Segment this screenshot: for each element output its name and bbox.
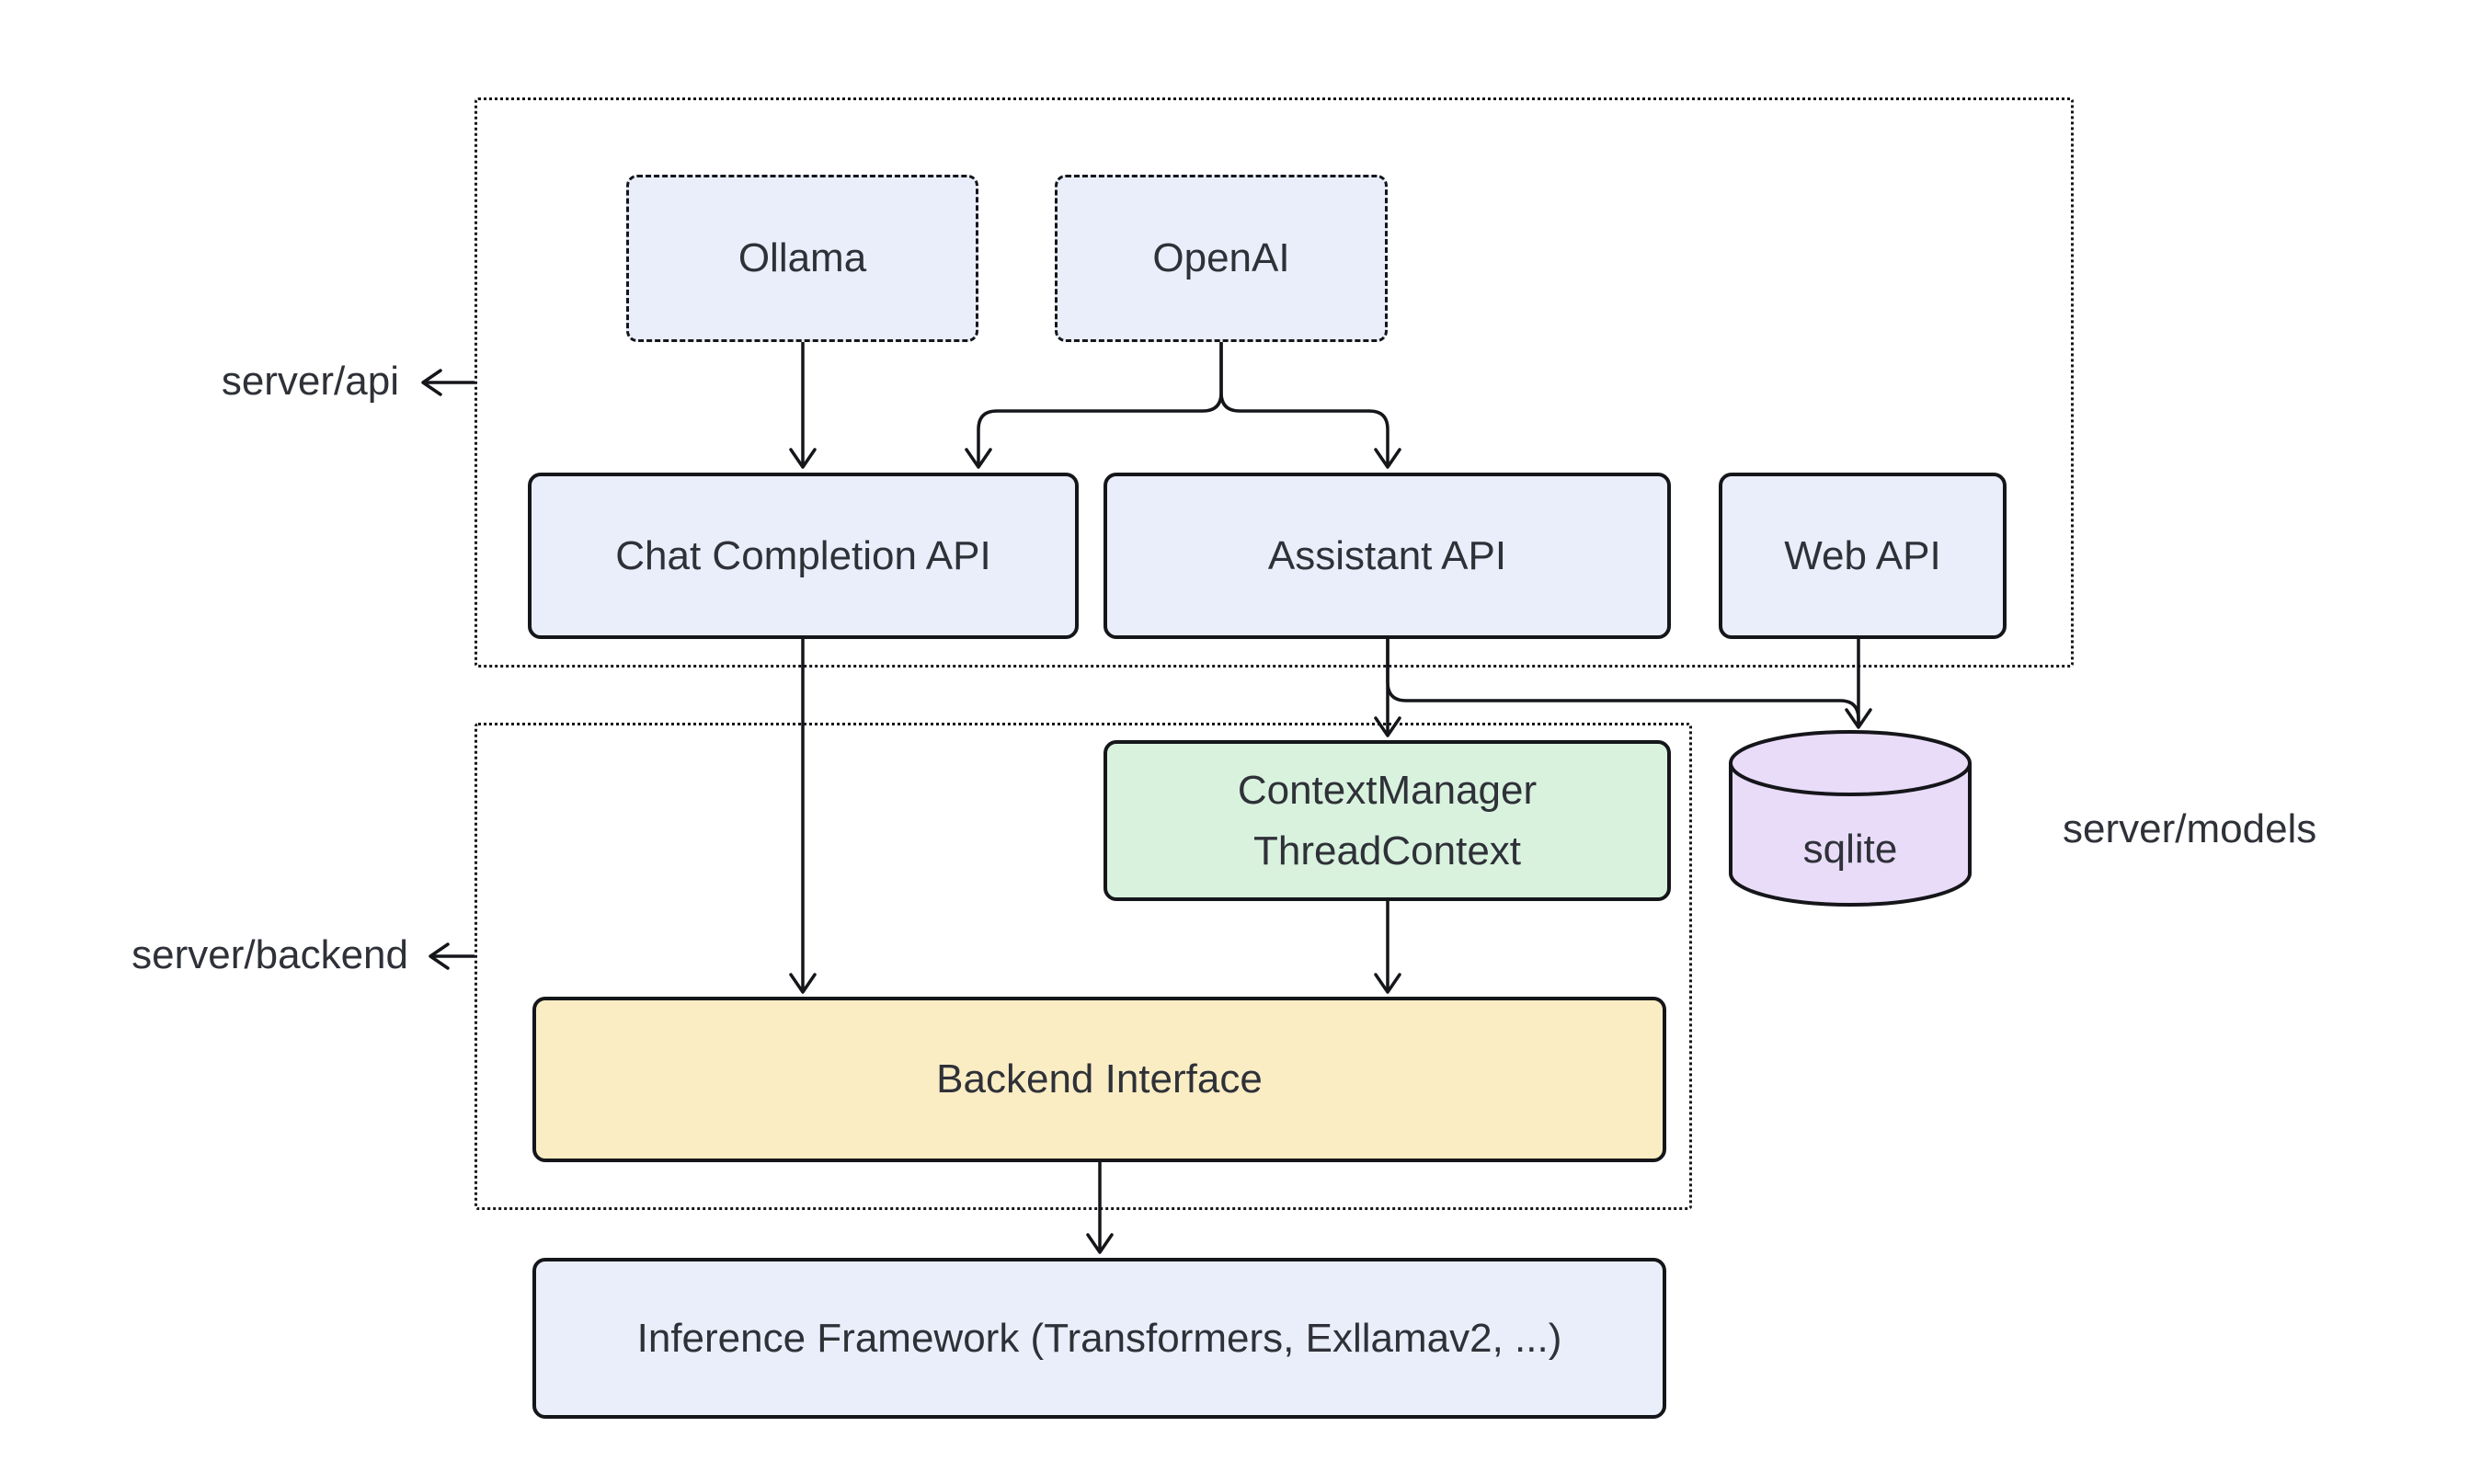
node-assistant-api-label: Assistant API (1267, 532, 1507, 578)
cylinder-body (1729, 763, 1972, 907)
sqlite-database-node: sqlite (1729, 730, 1972, 907)
node-openai-label: OpenAI (1152, 235, 1290, 280)
node-context-manager-label-line1: ContextManager (1237, 767, 1538, 813)
node-inference-framework: Inference Framework (Transformers, Exlla… (532, 1258, 1666, 1419)
node-ollama: Ollama (626, 175, 978, 342)
node-context-manager-label-line2: ThreadContext (1252, 828, 1522, 873)
node-backend-interface: Backend Interface (532, 997, 1666, 1162)
node-inference-framework-label: Inference Framework (Transformers, Exlla… (636, 1315, 1562, 1361)
cylinder-top (1729, 730, 1972, 796)
node-chat-completion-api-label: Chat Completion API (615, 532, 991, 578)
node-ollama-label: Ollama (738, 235, 867, 280)
node-assistant-api: Assistant API (1103, 473, 1671, 639)
server-backend-group (475, 723, 1692, 1210)
node-chat-completion-api: Chat Completion API (528, 473, 1079, 639)
server-backend-label: server/backend (132, 932, 408, 977)
server-api-group (475, 97, 2074, 668)
sqlite-label: sqlite (1803, 827, 1898, 872)
node-backend-interface-label: Backend Interface (936, 1056, 1263, 1102)
server-models-label: server/models (2063, 806, 2317, 851)
node-openai: OpenAI (1055, 175, 1388, 342)
server-api-label: server/api (221, 359, 399, 404)
node-context-manager: ContextManager ThreadContext (1103, 740, 1671, 901)
node-web-api-label: Web API (1784, 532, 1941, 578)
node-web-api: Web API (1719, 473, 2007, 639)
